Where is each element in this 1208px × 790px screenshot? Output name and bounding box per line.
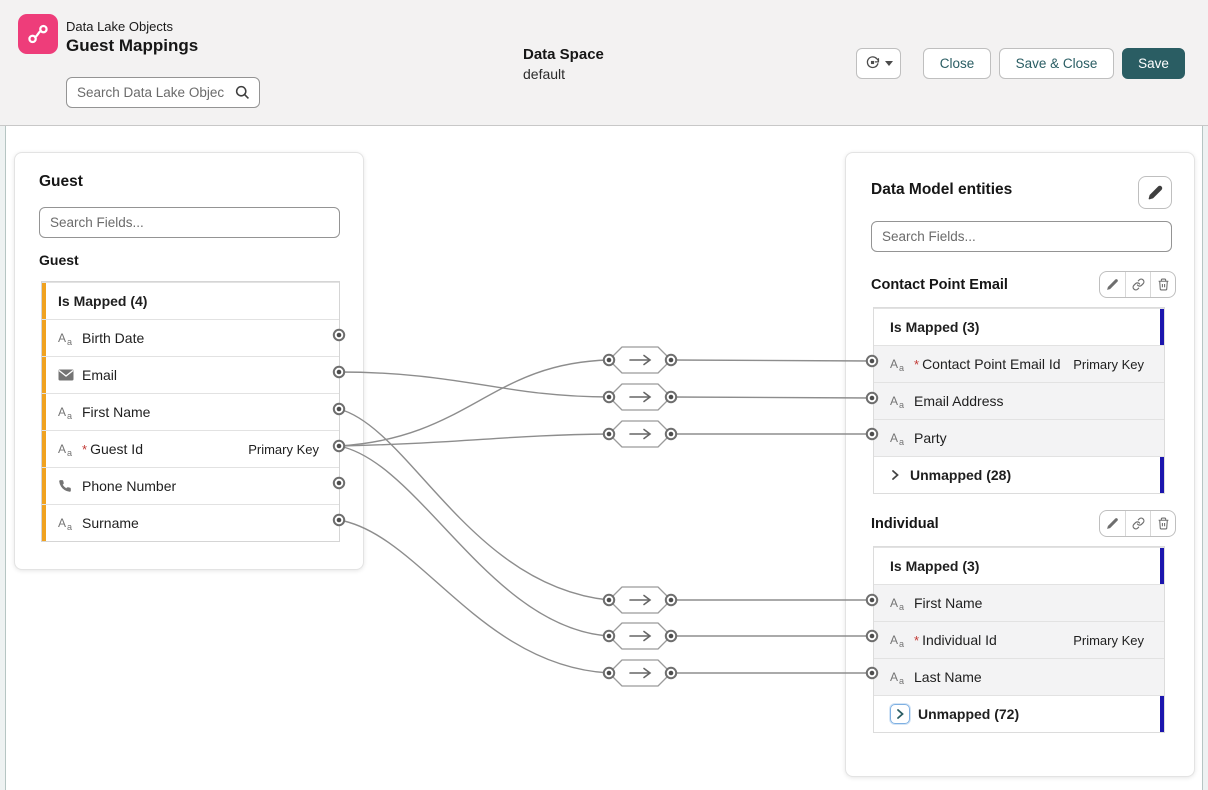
delete-icon[interactable] xyxy=(1150,272,1175,297)
save-and-close-button[interactable]: Save & Close xyxy=(999,48,1114,79)
link-icon[interactable] xyxy=(1125,511,1150,536)
breadcrumb: Data Lake Objects xyxy=(66,19,173,34)
mapped-group-bar xyxy=(42,282,46,541)
source-panel-title: Guest xyxy=(39,173,83,190)
svg-text:a: a xyxy=(899,363,904,372)
entity-fields-search xyxy=(871,221,1172,252)
canvas-right-edge-rail[interactable] xyxy=(1202,126,1208,790)
source-fields-search xyxy=(39,207,340,238)
group-header-is-mapped[interactable]: Is Mapped (3) xyxy=(874,308,1164,345)
svg-text:A: A xyxy=(890,357,898,371)
edit-entities-button[interactable] xyxy=(1138,176,1172,209)
data-space-label: Data Space xyxy=(523,46,604,63)
svg-text:A: A xyxy=(58,516,66,530)
entity-title-individual: Individual xyxy=(871,516,939,532)
primary-key-badge: Primary Key xyxy=(1073,632,1144,648)
required-asterisk: * xyxy=(914,356,920,372)
unmapped-toggle-contact-point-email[interactable]: Unmapped (28) xyxy=(874,456,1164,493)
search-icon[interactable] xyxy=(234,84,251,106)
refresh-icon xyxy=(865,55,880,73)
source-fields-search-input[interactable] xyxy=(40,208,316,237)
data-mapping-icon xyxy=(18,14,58,54)
data-space-value: default xyxy=(523,66,566,82)
primary-key-badge: Primary Key xyxy=(248,441,319,457)
svg-text:A: A xyxy=(890,633,898,647)
svg-text:A: A xyxy=(890,431,898,445)
svg-text:a: a xyxy=(67,337,72,346)
svg-text:A: A xyxy=(890,670,898,684)
data-model-panel: Data Model entities Contact Point Email … xyxy=(845,152,1195,777)
required-asterisk: * xyxy=(82,441,88,457)
svg-text:a: a xyxy=(899,676,904,685)
data-model-title: Data Model entities xyxy=(871,181,1013,198)
edit-icon[interactable] xyxy=(1100,272,1125,297)
source-section-label: Guest xyxy=(39,252,79,268)
link-icon[interactable] xyxy=(1125,272,1150,297)
chevron-right-icon xyxy=(890,469,900,481)
svg-text:a: a xyxy=(899,602,904,611)
page-header: Data Lake Objects Guest Mappings Data Sp… xyxy=(0,0,1208,126)
svg-text:A: A xyxy=(58,331,66,345)
primary-key-badge: Primary Key xyxy=(1073,356,1144,372)
svg-text:A: A xyxy=(890,596,898,610)
close-button[interactable]: Close xyxy=(923,48,991,79)
required-asterisk: * xyxy=(914,632,920,648)
page-title: Guest Mappings xyxy=(66,36,199,55)
svg-text:A: A xyxy=(58,442,66,456)
svg-text:a: a xyxy=(67,448,72,457)
search-input[interactable] xyxy=(77,78,227,107)
svg-text:a: a xyxy=(899,639,904,648)
svg-text:a: a xyxy=(899,437,904,446)
edit-icon[interactable] xyxy=(1100,511,1125,536)
chevron-right-icon[interactable] xyxy=(890,704,910,724)
entity-fields-search-input[interactable] xyxy=(872,222,1148,251)
delete-icon[interactable] xyxy=(1150,511,1175,536)
svg-text:A: A xyxy=(58,405,66,419)
svg-text:a: a xyxy=(899,400,904,409)
caret-down-icon xyxy=(884,61,893,66)
svg-text:a: a xyxy=(67,522,72,531)
canvas-left-edge-rail[interactable] xyxy=(0,126,6,790)
source-object-panel: Guest Guest Is Mapped (4) Aa Birth Date … xyxy=(14,152,364,570)
edit-icon xyxy=(1148,185,1162,200)
svg-text:A: A xyxy=(890,394,898,408)
entity-title-contact-point-email: Contact Point Email xyxy=(871,277,1008,293)
group-header-is-mapped[interactable]: Is Mapped (4) xyxy=(42,282,339,319)
group-header-is-mapped[interactable]: Is Mapped (3) xyxy=(874,547,1164,584)
entity-actions-individual xyxy=(1099,510,1176,537)
entity-actions-contact-point-email xyxy=(1099,271,1176,298)
search-data-lake-objects xyxy=(66,77,260,108)
save-button[interactable]: Save xyxy=(1122,48,1185,79)
unmapped-toggle-individual[interactable]: Unmapped (72) xyxy=(874,695,1164,732)
svg-text:a: a xyxy=(67,411,72,420)
refresh-mappings-dropdown-button[interactable] xyxy=(856,48,901,79)
phone-icon xyxy=(58,479,82,493)
email-icon xyxy=(58,369,82,381)
field-row-email[interactable]: Email xyxy=(42,356,339,393)
field-row-phone-number[interactable]: Phone Number xyxy=(42,467,339,504)
